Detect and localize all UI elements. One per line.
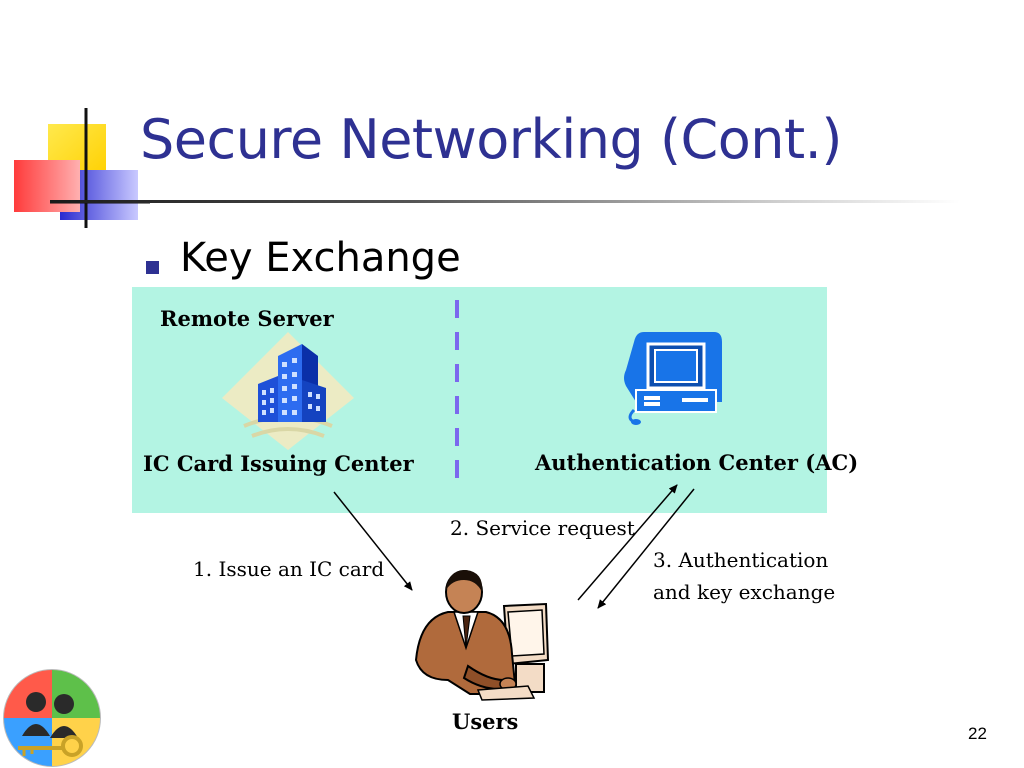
remote-server-label: Remote Server bbox=[160, 306, 334, 331]
users-label: Users bbox=[452, 709, 519, 734]
arrow-issue-card bbox=[333, 491, 413, 591]
arrow-service-request bbox=[577, 484, 678, 601]
step1-label: 1. Issue an IC card bbox=[193, 557, 385, 581]
office-building-icon bbox=[222, 332, 354, 450]
page-number: 22 bbox=[968, 724, 987, 743]
arrow-auth-exchange bbox=[597, 488, 695, 609]
ac-label: Authentication Center (AC) bbox=[535, 450, 859, 475]
bullet-marker bbox=[146, 261, 159, 274]
slide-title: Secure Networking (Cont.) bbox=[140, 108, 842, 171]
computer-terminal-icon bbox=[624, 332, 722, 425]
step3-label-line2: and key exchange bbox=[653, 580, 836, 604]
logo-icon bbox=[3, 669, 101, 767]
title-rule bbox=[50, 200, 960, 203]
step3-label-line1: 3. Authentication bbox=[653, 548, 829, 572]
ic-center-label: IC Card Issuing Center bbox=[143, 451, 414, 476]
bullet-text: Key Exchange bbox=[180, 235, 461, 281]
step2-label: 2. Service request bbox=[450, 516, 635, 540]
user-at-computer-icon bbox=[414, 570, 550, 701]
